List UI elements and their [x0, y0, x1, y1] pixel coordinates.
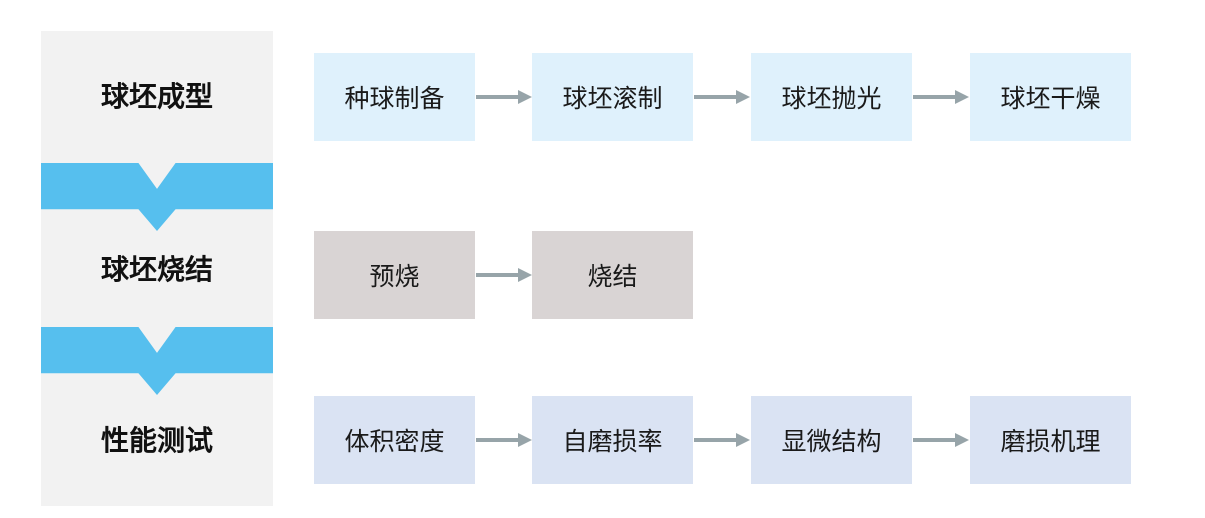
- arrow-right-icon: [913, 90, 969, 104]
- step-box: 磨损机理: [970, 396, 1131, 484]
- arrow-right-icon: [913, 433, 969, 447]
- step-box: 预烧: [314, 231, 475, 319]
- arrow-right-icon: [476, 90, 532, 104]
- step-box: 体积密度: [314, 396, 475, 484]
- step-box: 显微结构: [751, 396, 912, 484]
- arrow-right-icon: [694, 433, 750, 447]
- arrow-right-icon: [694, 90, 750, 104]
- stage-sidebar: [41, 31, 273, 506]
- arrow-right-icon: [476, 268, 532, 282]
- arrow-right-icon: [476, 433, 532, 447]
- step-box: 种球制备: [314, 53, 475, 141]
- step-box: 自磨损率: [532, 396, 693, 484]
- stage-label-testing: 性能测试: [100, 424, 213, 457]
- stage-label-sintering: 球坯烧结: [100, 253, 213, 286]
- step-box: 烧结: [532, 231, 693, 319]
- step-box: 球坯干燥: [970, 53, 1131, 141]
- step-box: 球坯抛光: [751, 53, 912, 141]
- stage-label-forming: 球坯成型: [100, 80, 213, 113]
- step-box: 球坯滚制: [532, 53, 693, 141]
